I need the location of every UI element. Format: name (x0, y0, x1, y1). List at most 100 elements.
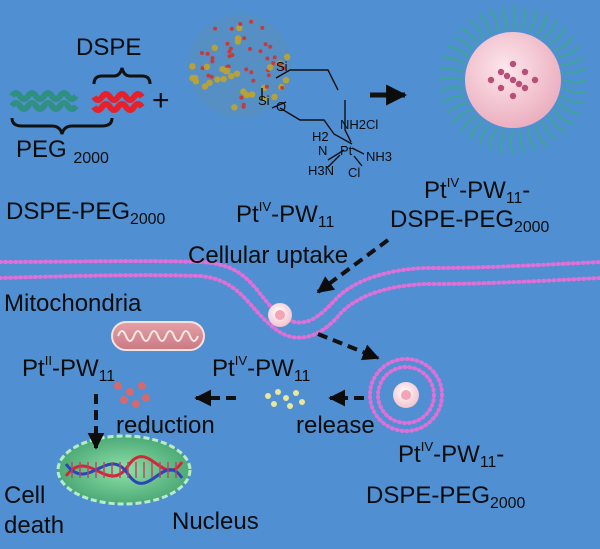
struct-cl: Cl (348, 165, 361, 180)
nucleus-label: Nucleus (172, 508, 259, 535)
peg-corona-chain (452, 35, 474, 52)
cluster-atom (263, 42, 268, 47)
peg-corona-chain (439, 86, 464, 93)
nanoparticle-label: PtIV-PW11- (424, 176, 530, 207)
peg-label-main: PEG (16, 136, 67, 163)
nucleus (56, 434, 192, 506)
peg-corona-chain (511, 5, 517, 31)
cluster-atom (251, 78, 256, 83)
peg-corona-chain (459, 114, 479, 133)
cluster-atom (192, 78, 200, 85)
pt-iv-pw11-sub: 11 (317, 213, 335, 231)
reduced-pt-particles (114, 382, 150, 408)
struct-n: N (318, 143, 328, 158)
core-dot (503, 72, 511, 80)
cluster-atom (240, 88, 247, 95)
cluster-atom (228, 73, 235, 80)
pt-structure-bonds (261, 69, 365, 168)
struct-nh2cl: NH2Cl (340, 117, 379, 132)
peg-corona-chain (541, 19, 558, 41)
nanoparticle-dash: - (522, 177, 531, 205)
peg-corona-chain (547, 114, 566, 134)
peg-corona-chain (468, 19, 485, 40)
peg-corona-chain (562, 78, 588, 84)
peg-label-sub: 2000 (73, 150, 109, 167)
endosome-pw: -PW (433, 441, 480, 469)
nanoparticle-dspe-peg-sub: 2000 (514, 218, 550, 236)
nanoparticle-pw: -PW (459, 177, 506, 205)
cluster-atom (227, 49, 232, 54)
peg-corona-chain (547, 27, 567, 46)
cluster-atom (268, 44, 273, 49)
pt-ii-pw11-label: PtII-PW11 (22, 354, 115, 385)
release-label: release (296, 412, 375, 439)
nanoparticle-pt: Pt (424, 177, 447, 205)
cluster-atom (249, 70, 254, 75)
mitochondrion (111, 321, 205, 351)
core-dot (509, 76, 517, 84)
cell-membrane (0, 259, 600, 340)
cellular-uptake-label: Cellular uptake (188, 242, 349, 269)
peg-corona-chain (442, 55, 467, 66)
cluster-atom (203, 63, 211, 70)
dspe-peg-main: DSPE-PEG (6, 198, 131, 225)
peg-corona-chain (446, 45, 470, 59)
struct-pt: Pt (340, 143, 353, 158)
core-dot (521, 68, 529, 76)
nanoparticle-dspe-peg: DSPE-PEG (390, 206, 515, 233)
cluster-atom (209, 74, 214, 79)
endosome-label: PtIV-PW11- (398, 440, 504, 471)
cluster-atom (210, 59, 215, 64)
cluster-atom (205, 51, 210, 56)
peg-corona-chain (541, 120, 558, 141)
dspe-label: DSPE (76, 34, 142, 61)
cluster-atom (189, 63, 196, 70)
cluster-atom (210, 56, 215, 60)
struct-o: O (276, 99, 287, 114)
cluster-atom (200, 66, 205, 71)
cluster-atom (282, 77, 290, 84)
peg-corona-chain (439, 66, 465, 74)
cluster-atom (248, 91, 256, 98)
pt-ii-pw: -PW (52, 355, 99, 383)
pt-iv-pw11-pw: -PW (271, 201, 318, 229)
dspe-peg-sub: 2000 (130, 210, 166, 228)
cluster-atom (281, 66, 286, 71)
core-dot (515, 80, 523, 88)
endosome-pt: Pt (398, 441, 421, 469)
cluster-atom (229, 26, 234, 31)
peg-corona-chain (452, 108, 473, 125)
core-dot (487, 76, 495, 84)
pt-iv-pw11-label: PtIV-PW11 (236, 200, 334, 231)
peg-corona-chain (557, 45, 580, 59)
cluster-atom (258, 49, 263, 54)
peg-corona-chain (556, 101, 580, 115)
nanoparticle-sup: IV (446, 175, 460, 190)
plus-sign: + (152, 84, 170, 117)
peg-corona-chain (468, 119, 485, 141)
peg-corona-chain (527, 9, 538, 34)
cluster-atom (266, 73, 271, 78)
cluster-atom (225, 41, 230, 46)
pt-iv-released-sup: IV (234, 353, 248, 368)
pt-ii-sup: II (44, 353, 53, 368)
peg-corona-chain (552, 108, 574, 125)
cluster-atom (266, 64, 274, 71)
peg-corona-chain (460, 26, 479, 46)
cluster-atom (224, 67, 231, 75)
cluster-atom (264, 84, 269, 89)
pt-ii-pt: Pt (22, 355, 45, 383)
endosome (368, 357, 444, 433)
peg2000-label: PEG 2000 (16, 138, 109, 167)
struct-si-2: Si (258, 93, 270, 108)
peg-corona-chain (534, 13, 548, 37)
cluster-atom (265, 56, 270, 61)
peg-corona-chain (446, 101, 469, 115)
peg-corona-chain (478, 123, 492, 147)
cluster-atom (206, 73, 211, 78)
peg-corona-chain (489, 8, 499, 33)
cluster-atom (233, 70, 241, 77)
endosome-dspe-peg: DSPE-PEG (366, 482, 491, 509)
released-pw11-particles (265, 389, 305, 409)
process-arrows (87, 238, 390, 450)
